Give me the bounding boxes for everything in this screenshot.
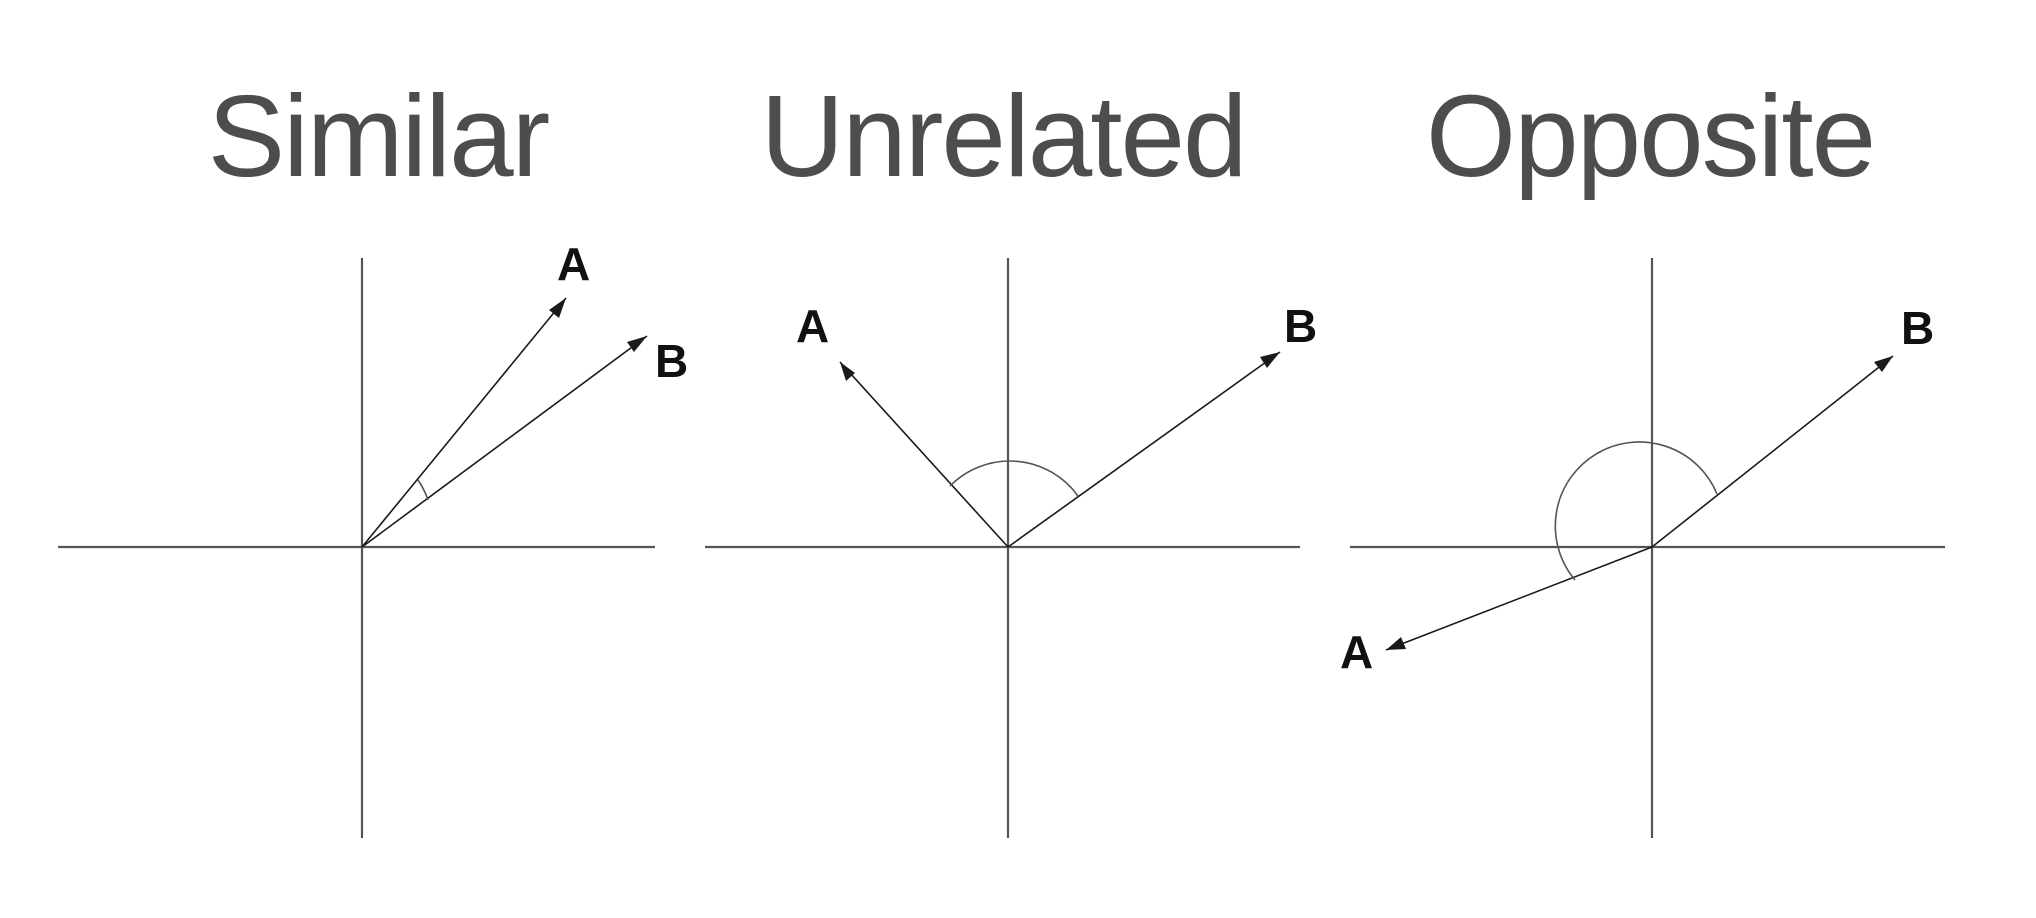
vector-a-label: A — [1340, 626, 1373, 678]
panel-title-opposite: Opposite — [1426, 71, 1874, 201]
arrowhead-a — [840, 362, 855, 381]
vector-a-label: A — [796, 300, 829, 352]
angle-arc — [949, 460, 1079, 497]
panel-title-similar: Similar — [208, 71, 549, 201]
arrowhead-b — [627, 336, 647, 352]
angle-arc — [417, 479, 429, 501]
vector-b-label: B — [655, 335, 688, 387]
vector-b — [361, 335, 648, 548]
vector-a — [1385, 546, 1653, 651]
vector-a — [361, 297, 567, 548]
vector-b — [1651, 355, 1894, 548]
arrowhead-b — [1260, 352, 1280, 368]
vector-a — [839, 361, 1009, 548]
panel-opposite: Opposite A B — [1340, 71, 1945, 838]
vector-b-label: B — [1901, 302, 1934, 354]
arrowhead-a — [1386, 637, 1406, 650]
vector-a-label: A — [557, 238, 590, 290]
panel-title-unrelated: Unrelated — [761, 71, 1246, 201]
arrowhead-a — [549, 298, 566, 318]
angle-arc — [1554, 441, 1718, 581]
vector-b — [1007, 351, 1281, 548]
panel-similar: Similar A B — [58, 71, 688, 838]
arrowhead-b — [1874, 356, 1893, 372]
vector-b-label: B — [1284, 300, 1317, 352]
panel-unrelated: Unrelated A B — [705, 71, 1317, 838]
